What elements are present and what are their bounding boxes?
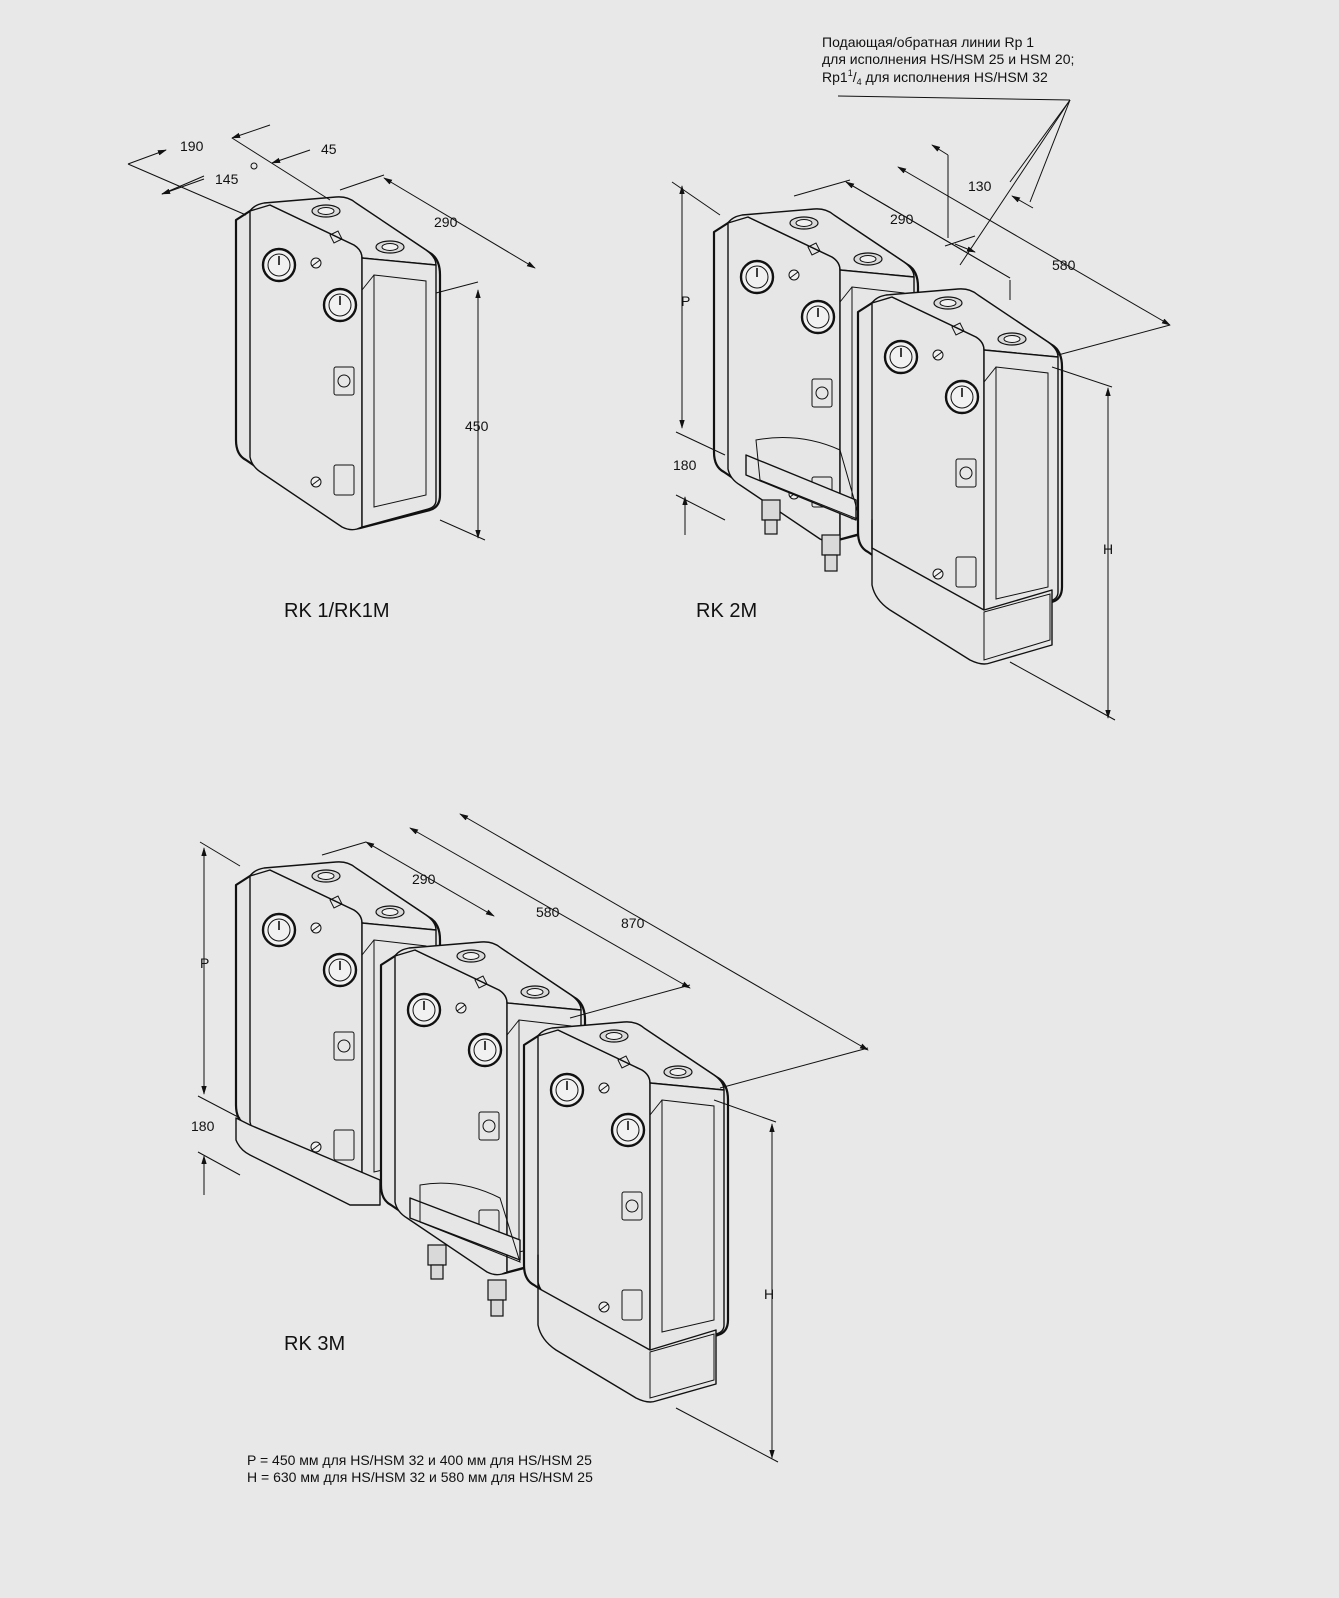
rk2-dim-h: H bbox=[1103, 541, 1113, 557]
rk1-title: RK 1/RK1M bbox=[284, 600, 390, 622]
rk2-drawing: 130 290 580 P 180 H RK 2M Подающая/обрат… bbox=[671, 34, 1171, 721]
rk1-drawing: 190 45 145 290 450 RK 1/RK1M bbox=[127, 124, 536, 622]
footnote-line2: H = 630 мм для HS/HSM 32 и 580 мм для HS… bbox=[247, 1469, 593, 1485]
rk3-dim-870: 870 bbox=[621, 915, 645, 931]
rk3-title: RK 3M bbox=[284, 1333, 345, 1355]
rk1-dim-290: 290 bbox=[434, 214, 458, 230]
rk3-dim-290: 290 bbox=[412, 871, 436, 887]
footnote-line1: P = 450 мм для HS/HSM 32 и 400 мм для HS… bbox=[247, 1452, 592, 1468]
rk2-dim-290: 290 bbox=[890, 211, 914, 227]
rk1-dim-190: 190 bbox=[180, 138, 204, 154]
rk3-dim-p: P bbox=[200, 955, 209, 971]
rk1-dim-45: 45 bbox=[321, 141, 337, 157]
rk3-drawing: 290 580 870 P 180 H RK 3M bbox=[191, 813, 869, 1463]
rk1-dim-450: 450 bbox=[465, 418, 489, 434]
rk2-dim-580: 580 bbox=[1052, 257, 1076, 273]
rk3-dim-h: H bbox=[764, 1286, 774, 1302]
rk3-dim-580: 580 bbox=[536, 904, 560, 920]
rk3-dim-180: 180 bbox=[191, 1118, 215, 1134]
pipe-note-line1: Подающая/обратная линии Rp 1 bbox=[822, 34, 1034, 50]
rk1-dim-145: 145 bbox=[215, 171, 239, 187]
pipe-note-line3: Rp11/4 для исполнения HS/HSM 32 bbox=[822, 68, 1048, 87]
rk2-title: RK 2M bbox=[696, 600, 757, 622]
pipe-note-line2: для исполнения HS/HSM 25 и HSM 20; bbox=[822, 51, 1074, 67]
rk2-dim-p: P bbox=[681, 293, 690, 309]
rk2-dim-180: 180 bbox=[673, 457, 697, 473]
rk2-dim-130: 130 bbox=[968, 178, 992, 194]
